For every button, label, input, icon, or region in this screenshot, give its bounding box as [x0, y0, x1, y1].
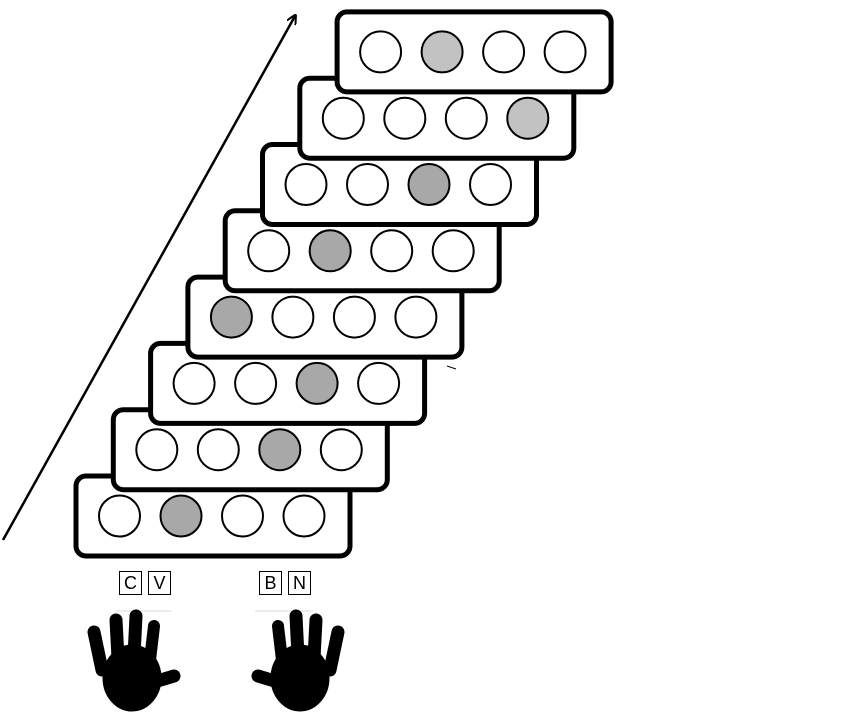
empty-circle [321, 96, 365, 140]
empty-circle [346, 163, 389, 206]
right-hand-icon [251, 609, 345, 712]
target-circle [159, 494, 203, 538]
empty-circle [444, 96, 488, 140]
empty-circle [332, 295, 376, 339]
target-circle [407, 163, 451, 206]
target-circle [209, 295, 253, 339]
empty-circle [282, 494, 326, 538]
empty-circle [482, 30, 526, 74]
empty-circle [98, 494, 141, 538]
empty-circle [221, 494, 264, 538]
trial-panel [334, 9, 614, 95]
diagonal-arrow-icon [1, 16, 295, 541]
empty-circle [469, 163, 512, 206]
target-circle [295, 361, 339, 405]
trial-panel [260, 142, 539, 227]
empty-circle [135, 428, 179, 472]
key-n: N [288, 571, 311, 595]
trial-panel [185, 274, 465, 360]
empty-circle [234, 361, 278, 405]
trial-panel [73, 473, 353, 559]
key-c: C [119, 571, 142, 595]
trial-panel [110, 407, 390, 493]
target-circle [308, 229, 352, 273]
key-b: B [259, 571, 282, 595]
left-hand-icon [87, 609, 181, 712]
empty-circle [196, 428, 240, 472]
target-circle [258, 428, 302, 472]
empty-circle [543, 30, 587, 74]
empty-circle [357, 361, 401, 405]
empty-circle [172, 361, 216, 405]
empty-circle [247, 229, 291, 273]
empty-circle [383, 96, 427, 140]
target-circle [420, 30, 464, 74]
key-v: V [148, 571, 171, 595]
empty-circle [431, 229, 475, 273]
trial-frame [334, 9, 614, 95]
empty-circle [319, 428, 363, 472]
stray-mark [446, 365, 457, 370]
empty-circle [370, 229, 414, 273]
empty-circle [284, 163, 328, 206]
empty-circle [359, 30, 403, 74]
empty-circle [271, 295, 315, 339]
empty-circle [394, 295, 438, 339]
trial-stack [73, 9, 614, 559]
target-circle [506, 96, 550, 140]
trial-panel [222, 208, 502, 294]
